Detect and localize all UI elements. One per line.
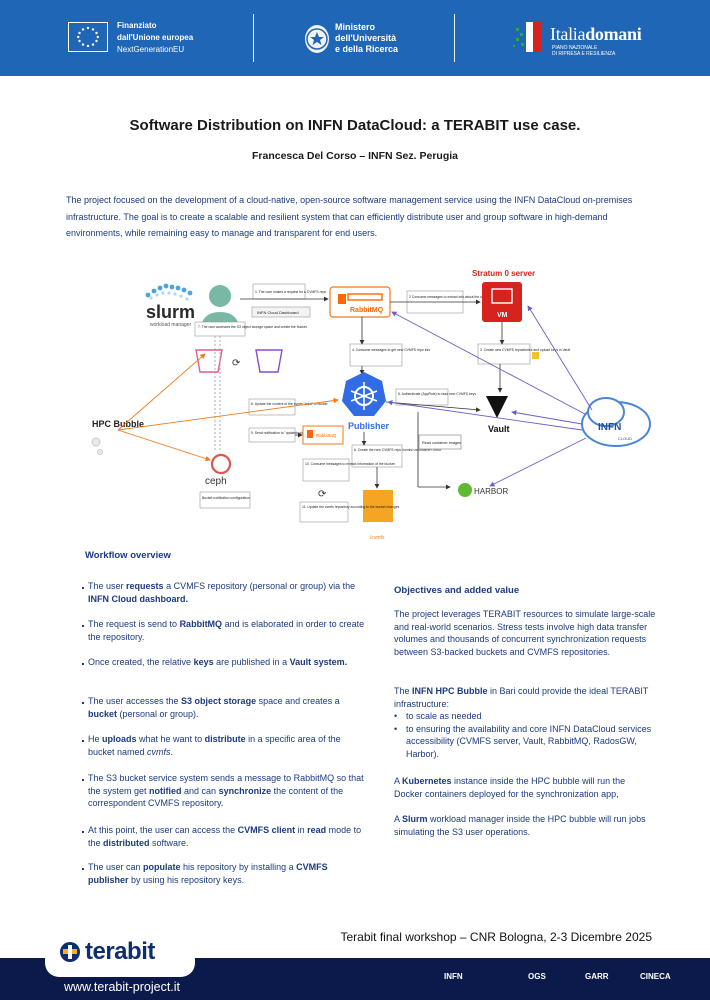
eu-flag-icon xyxy=(68,22,108,52)
objectives-heading: Objectives and added value xyxy=(394,585,520,596)
workflow-item: At this point, the user can access the C… xyxy=(82,824,366,849)
objectives-paragraph: The project leverages TERABIT resources … xyxy=(394,609,656,657)
terabit-wordmark: terabit xyxy=(85,938,155,965)
partner-logo-cineca: CINECA xyxy=(640,972,671,981)
hpc-bubble-label: HPC Bubble xyxy=(92,419,144,429)
step6-label: 6. Create the new CVMFS repo /cvmfs/<rep… xyxy=(354,448,441,452)
objectives-paragraph: The INFN HPC Bubble in Bari could provid… xyxy=(394,685,656,760)
ceph-logo-icon xyxy=(210,453,232,475)
header-divider xyxy=(253,14,254,62)
read-images-box xyxy=(418,434,462,450)
step4-box xyxy=(349,343,403,367)
step4-label: 4. Consume messages to get new CVMFS rep… xyxy=(352,348,430,352)
step10-box xyxy=(302,458,350,482)
step3-box xyxy=(477,343,531,365)
rabbitmq-small-icon xyxy=(307,430,313,438)
vm-label: VM xyxy=(497,312,508,319)
ministry-emblem-icon xyxy=(305,25,329,53)
step10-label: 10. Consume messages to extract informat… xyxy=(305,462,395,466)
step3-label: 3. Create new CVMFS repositories and upl… xyxy=(480,348,570,352)
step5-label: 5. Authenticate (AppRole) to read new CV… xyxy=(398,392,476,396)
read-images-label: Read container images xyxy=(422,441,461,445)
key-icon xyxy=(532,352,539,359)
partner-logo-garr: GARR xyxy=(585,972,609,981)
header-bar xyxy=(0,0,710,76)
bucket-notif-label: Bucket notification configuration xyxy=(202,496,250,500)
hpc-bubble-dot xyxy=(97,449,103,455)
page-title: Software Distribution on INFN DataCloud:… xyxy=(129,117,581,134)
hpc-bubble-text: The INFN HPC Bubble in Bari could provid… xyxy=(394,686,649,709)
publisher-label: Publisher xyxy=(348,421,390,431)
ceph-label: ceph xyxy=(205,476,227,487)
infn-cloud-sublabel: CLOUD xyxy=(618,436,632,441)
vault-logo-icon xyxy=(486,396,508,418)
step2-label: 2 Consume messages to extract info about… xyxy=(409,295,499,299)
kubernetes-paragraph: A Kubernetes instance inside the HPC bub… xyxy=(394,776,626,799)
header-divider xyxy=(454,14,455,62)
step11-box xyxy=(299,501,349,523)
kubernetes-logo-icon xyxy=(342,372,386,416)
step7-label: 7. The user accesses the S3 object stora… xyxy=(198,325,307,329)
step9-label: 9. Send notification to "updatebucket" q… xyxy=(251,431,318,435)
infn-cloud-label: INFN xyxy=(598,422,621,433)
architecture-diagram: slurm workload manager 7. The user acces… xyxy=(91,269,651,541)
slurm-logo-icon xyxy=(145,283,193,301)
workflow-item: The user accesses the S3 object storage … xyxy=(82,695,366,720)
s3-bucket-icon xyxy=(195,349,223,373)
italia-domani-title: Italiadomani xyxy=(550,24,642,44)
harbor-label: HARBOR xyxy=(474,487,508,496)
dashboard-box xyxy=(251,306,311,318)
step1-label: 1. The user makes a request for a CVMFS … xyxy=(255,290,326,294)
partner-logo-infn: INFN xyxy=(444,972,463,981)
cvmfs-label: /cvmfs xyxy=(370,535,385,541)
author-line: Francesca Del Corso – INFN Sez. Perugia xyxy=(252,150,458,162)
workflow-item: The user requests a CVMFS repository (pe… xyxy=(82,580,366,605)
sync-icon-2: ⟳ xyxy=(318,489,327,500)
bullet-item: to scale as needed xyxy=(394,710,656,723)
harbor-logo-icon xyxy=(458,483,472,497)
monitor-icon xyxy=(491,288,513,304)
workflow-item: The user can populate his repository by … xyxy=(82,861,366,886)
terabit-logo-icon xyxy=(58,940,82,969)
bucket-notif-box xyxy=(199,491,251,509)
partner-logo-ogs: OGS xyxy=(528,972,546,981)
workflow-item: He uploads what he want to distribute in… xyxy=(82,733,366,758)
stratum-label: Stratum 0 server xyxy=(472,269,535,278)
project-url[interactable]: www.terabit-project.it xyxy=(64,980,181,994)
step8-label: 8. Update the content of the cvmfs "area… xyxy=(251,402,328,406)
intro-paragraph: The project focused on the development o… xyxy=(66,195,633,238)
rabbitmq-small-label: RabbitMQ xyxy=(316,433,337,438)
dashboard-label: INFN Cloud Dashboard xyxy=(257,310,299,315)
workflow-item: The S3 bucket service system sends a mes… xyxy=(82,772,366,810)
rabbitmq-logo-icon xyxy=(338,293,383,304)
bullet-item: to ensuring the availability and core IN… xyxy=(394,723,656,761)
rabbitmq-label: RabbitMQ xyxy=(350,307,384,314)
slurm-label: slurm xyxy=(146,302,195,322)
workshop-caption: Terabit final workshop – CNR Bologna, 2-… xyxy=(340,930,653,944)
cvmfs-folder-icon xyxy=(363,490,393,522)
step11-label: 11. Update the cvmfs repository accordin… xyxy=(302,505,400,509)
workflow-heading: Workflow overview xyxy=(85,550,171,561)
italia-domani-logo-icon xyxy=(512,20,548,54)
hpc-bubble-dot xyxy=(91,437,101,447)
workflow-item: The request is send to RabbitMQ and is e… xyxy=(82,618,366,643)
sync-icon: ⟳ xyxy=(232,358,241,369)
infn-cloud-logo-icon xyxy=(581,397,651,447)
s3-bucket-icon xyxy=(255,349,283,373)
slurm-paragraph: A Slurm workload manager inside the HPC … xyxy=(394,814,646,837)
workflow-item: Once created, the relative keys are publ… xyxy=(82,656,366,669)
slurm-sublabel: workload manager xyxy=(150,322,191,328)
vault-label: Vault xyxy=(488,424,510,434)
